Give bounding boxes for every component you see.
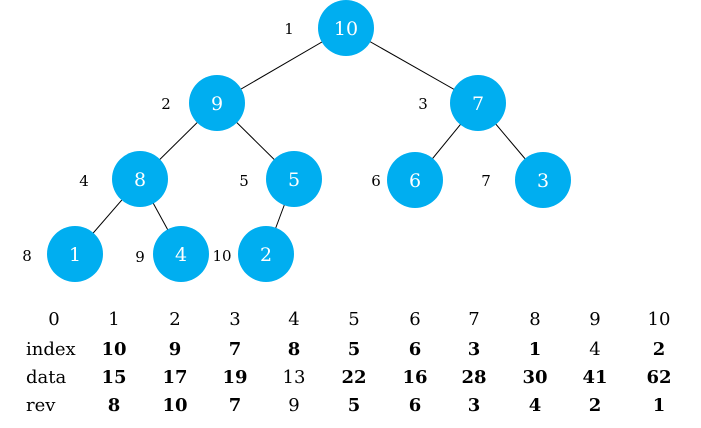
tree-node-circle [189, 75, 245, 131]
tree-node-value: 6 [409, 170, 421, 192]
position-label-2: 2 [161, 95, 171, 113]
table-cell-highlighted: 13 [283, 367, 306, 388]
position-label-4: 4 [79, 172, 89, 190]
position-label-7: 7 [481, 172, 491, 190]
position-labels: 1 2 3 4 5 6 7 8 9 10 [22, 20, 491, 266]
tree-node-value: 2 [260, 244, 272, 266]
tree-node-5: 5 [266, 151, 322, 207]
table-header-cell: 3 [229, 309, 240, 330]
table-cell: 22 [341, 367, 366, 388]
tree-node-value: 4 [175, 244, 187, 266]
table-cell: 19 [222, 367, 247, 388]
table-cell: 7 [229, 339, 242, 360]
tree-node-circle [266, 151, 322, 207]
tree-node-circle [515, 152, 571, 208]
tree-node-circle [153, 226, 209, 282]
table-cell: 5 [348, 339, 361, 360]
tree-node-value: 9 [211, 93, 223, 115]
tree-nodes: 10 9 7 8 5 6 3 1 4 2 [47, 0, 571, 282]
table-header-cell: 4 [288, 309, 299, 330]
table-cell: 5 [348, 395, 361, 416]
tree-node-value: 10 [334, 18, 358, 40]
table-header-cell: 7 [468, 309, 479, 330]
table-cell: 17 [162, 367, 187, 388]
table-cell: 62 [646, 367, 671, 388]
tree-node-10: 2 [238, 226, 294, 282]
table-row-label-index: index [26, 339, 76, 360]
tree-node-circle [47, 226, 103, 282]
position-label-1: 1 [284, 20, 294, 38]
tree-node-6: 6 [387, 152, 443, 208]
tree-node-circle [112, 151, 168, 207]
tree-node-value: 7 [472, 93, 484, 115]
table-cell: 6 [409, 395, 422, 416]
tree-node-8: 1 [47, 226, 103, 282]
table-row-label-data: data [26, 367, 66, 388]
position-label-3: 3 [418, 95, 428, 113]
tree-node-9: 4 [153, 226, 209, 282]
position-label-9: 9 [135, 248, 145, 266]
table-header-cell: 9 [589, 309, 600, 330]
table-header-cell: 0 [48, 309, 59, 330]
position-label-5: 5 [239, 172, 249, 190]
table-cell: 7 [229, 395, 242, 416]
tree-node-circle [450, 75, 506, 131]
table-cell: 10 [162, 395, 187, 416]
table-cell: 1 [529, 339, 542, 360]
position-label-10: 10 [212, 247, 231, 265]
table-cell: 3 [468, 339, 481, 360]
table-cell: 41 [582, 367, 607, 388]
table-header-cell: 8 [529, 309, 540, 330]
table-cell: 2 [589, 395, 602, 416]
table-cell: 16 [402, 367, 427, 388]
table-header-cell: 6 [409, 309, 420, 330]
tree-node-circle [238, 226, 294, 282]
tree-node-value: 8 [134, 169, 146, 191]
table-cell-highlighted: 4 [589, 339, 600, 360]
table-header-cell: 10 [648, 309, 671, 330]
table-cell: 2 [653, 339, 666, 360]
tree-node-4: 8 [112, 151, 168, 207]
table-row-label-rev: rev [26, 395, 56, 416]
tree-node-value: 1 [69, 244, 81, 266]
table-cell: 8 [108, 395, 121, 416]
table-cell: 10 [101, 339, 126, 360]
tree-node-circle [387, 152, 443, 208]
tree-node-7: 3 [515, 152, 571, 208]
table-cell: 4 [529, 395, 542, 416]
table-header-cell: 1 [108, 309, 119, 330]
table-cell: 8 [288, 339, 301, 360]
table-cell: 3 [468, 395, 481, 416]
table-header-cell: 5 [348, 309, 359, 330]
tree-edges [74, 27, 544, 255]
tree-node-2: 9 [189, 75, 245, 131]
table-cell: 1 [653, 395, 666, 416]
table-cell: 30 [522, 367, 547, 388]
table-cell: 28 [461, 367, 486, 388]
table-cell: 9 [169, 339, 182, 360]
table-cell: 6 [409, 339, 422, 360]
table-header-cell: 2 [169, 309, 180, 330]
tree-node-3: 7 [450, 75, 506, 131]
position-label-8: 8 [22, 247, 32, 265]
tree-node-value: 3 [537, 170, 549, 192]
tree-node-value: 5 [288, 169, 300, 191]
tree-node-1: 10 [318, 0, 374, 56]
table-cell: 15 [101, 367, 126, 388]
tree-node-circle [318, 0, 374, 56]
position-label-6: 6 [371, 172, 381, 190]
table-cell-highlighted: 9 [288, 395, 299, 416]
